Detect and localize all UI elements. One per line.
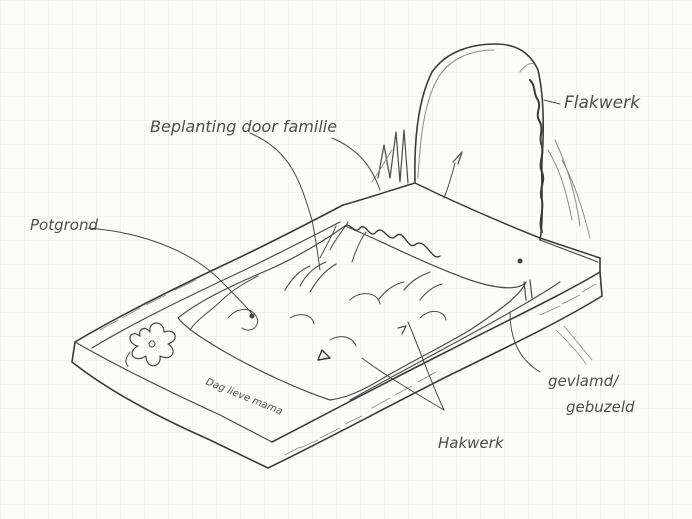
inscription-text: Dag lieve mama: [204, 377, 284, 418]
label-gebuzeld: gebuzeld: [566, 398, 635, 416]
grave-frame: [71, 204, 603, 469]
leader-lines: [87, 99, 561, 411]
label-flakwerk: Flakwerk: [564, 93, 641, 113]
label-beplanting: Beplanting door familie: [150, 117, 337, 136]
label-gevlamd: gevlamd/: [548, 372, 620, 390]
headstone: [414, 43, 591, 241]
flower-ornament: [125, 322, 176, 367]
grave-back-wall: [342, 129, 601, 259]
soil-bed: [177, 221, 527, 401]
label-potgrond: Potgrond: [30, 216, 98, 234]
label-hakwerk: Hakwerk: [438, 434, 505, 452]
frame-hatching: [99, 279, 597, 456]
